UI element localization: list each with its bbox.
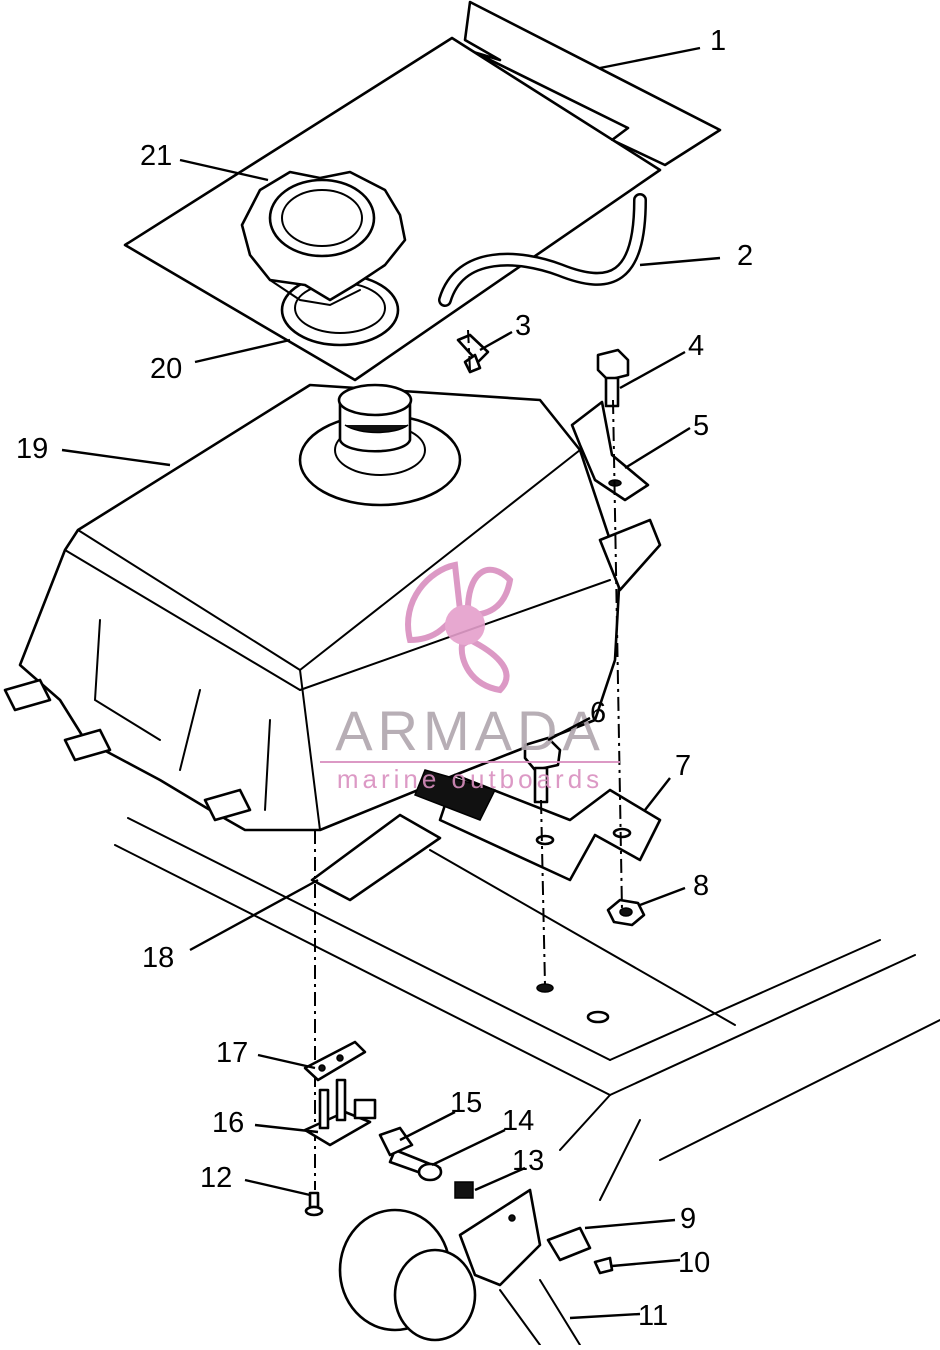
callout-13: 13 xyxy=(512,1145,544,1177)
callout-21: 21 xyxy=(140,140,172,172)
valve-spring xyxy=(454,1181,474,1199)
callout-labels: 1 2 3 4 5 6 7 8 9 10 11 12 13 14 15 16 1… xyxy=(16,25,753,1332)
mounting-strap xyxy=(414,769,662,882)
leader-lines xyxy=(61,46,721,1320)
callout-19: 19 xyxy=(16,433,48,465)
seat-pad xyxy=(123,0,722,382)
callout-6: 6 xyxy=(590,697,606,729)
hex-nut xyxy=(606,898,646,927)
callout-2: 2 xyxy=(737,240,753,272)
callout-4: 4 xyxy=(688,330,704,362)
round-housing xyxy=(338,1208,477,1342)
callout-12: 12 xyxy=(200,1162,232,1194)
callout-20: 20 xyxy=(150,353,182,385)
fuel-valve xyxy=(303,1078,377,1147)
callout-16: 16 xyxy=(212,1107,244,1139)
callout-15: 15 xyxy=(450,1087,482,1119)
tank-pad xyxy=(310,813,442,902)
callout-9: 9 xyxy=(680,1203,696,1235)
fuel-valve-plate xyxy=(303,1040,367,1082)
bolt-upper xyxy=(596,348,630,408)
callout-3: 3 xyxy=(515,310,531,342)
screw-small xyxy=(304,1191,324,1217)
callout-14: 14 xyxy=(502,1105,534,1137)
fuel-cap xyxy=(240,170,407,307)
watermark-brand: ARMADA xyxy=(335,699,605,762)
callout-1: 1 xyxy=(710,25,726,57)
frame-rails xyxy=(114,817,940,1346)
valve-stem xyxy=(388,1148,443,1182)
valve-knob-sleeve xyxy=(378,1126,414,1157)
callout-7: 7 xyxy=(675,750,691,782)
callout-8: 8 xyxy=(693,870,709,902)
callout-10: 10 xyxy=(678,1247,710,1279)
watermark-tagline: marine outboards xyxy=(337,764,603,794)
propeller-logo-icon xyxy=(405,561,514,694)
lever-bracket xyxy=(458,1188,542,1287)
callout-5: 5 xyxy=(693,410,709,442)
fuel-tank xyxy=(3,383,662,832)
callout-17: 17 xyxy=(216,1037,248,1069)
lever-knob xyxy=(546,1226,614,1275)
callout-18: 18 xyxy=(142,942,174,974)
callout-11: 11 xyxy=(638,1300,668,1332)
vent-hose xyxy=(438,193,647,307)
vent-fitting xyxy=(456,333,490,374)
armada-watermark: ARMADA marine outboards xyxy=(320,561,620,794)
